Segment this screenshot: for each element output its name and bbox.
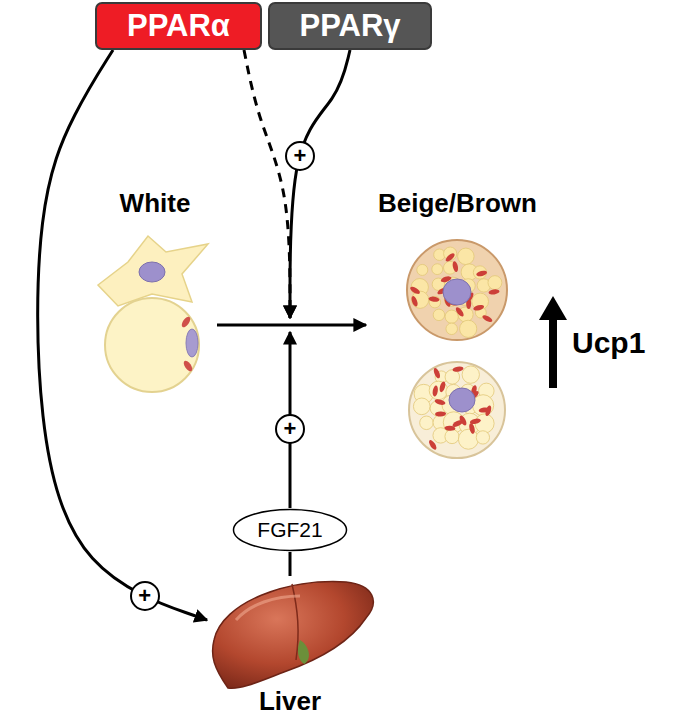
cell-nucleus bbox=[139, 262, 165, 282]
mitochondrion bbox=[481, 314, 493, 324]
lipid-droplet bbox=[445, 370, 460, 385]
ellipse-shape bbox=[234, 510, 347, 551]
lipid-droplet bbox=[433, 309, 444, 320]
gallbladder bbox=[298, 640, 309, 664]
cell-nucleus bbox=[186, 329, 198, 357]
lipid-droplet bbox=[429, 296, 441, 308]
gene-label: Ucp1 bbox=[572, 326, 645, 360]
ppar-gamma-box: PPARγ bbox=[268, 2, 432, 50]
mitochondrion bbox=[444, 252, 456, 263]
plus-sign: + bbox=[285, 141, 315, 171]
lipid-droplet bbox=[429, 381, 448, 400]
beige-brown-cell-group: Beige/Brown bbox=[370, 188, 545, 463]
lipid-droplet bbox=[476, 431, 489, 444]
lipid-droplet bbox=[460, 320, 477, 337]
mitochondrion bbox=[434, 398, 446, 406]
lipid-droplet bbox=[445, 429, 459, 443]
mitochondrion bbox=[435, 411, 446, 417]
plus-sign: + bbox=[130, 581, 160, 611]
node-label: PPARγ bbox=[299, 8, 400, 44]
mitochondrion bbox=[428, 439, 438, 451]
mitochondrion bbox=[473, 304, 485, 312]
white-adipocyte bbox=[105, 298, 199, 392]
fgf21-ellipse: FGF21 bbox=[232, 508, 348, 552]
mitochondrion bbox=[182, 359, 194, 372]
mitochondrion bbox=[476, 270, 488, 278]
mitochondrion bbox=[484, 405, 492, 417]
cell-nucleus bbox=[449, 388, 475, 412]
mitochondrion bbox=[428, 296, 440, 302]
preadipocyte-cell bbox=[98, 236, 208, 306]
mitochondrion bbox=[469, 418, 481, 425]
node-label: Beige/Brown bbox=[378, 188, 537, 218]
lipid-droplet bbox=[475, 414, 494, 433]
node-label: White bbox=[120, 188, 191, 218]
mitochondrion bbox=[432, 367, 441, 379]
mitochondrion bbox=[452, 261, 459, 273]
cell-nucleus bbox=[443, 279, 471, 305]
mitochondrion bbox=[180, 315, 192, 328]
lipid-droplet bbox=[458, 248, 474, 264]
mitochondrion bbox=[409, 285, 421, 295]
ppar-alpha-box: PPARα bbox=[95, 2, 262, 50]
liver-group: Liver bbox=[205, 568, 375, 716]
brown-adipocyte bbox=[407, 240, 507, 340]
node-label: FGF21 bbox=[257, 518, 322, 542]
mitochondrion bbox=[454, 306, 465, 318]
node-label: Liver bbox=[259, 686, 321, 716]
connector-arrow bbox=[244, 50, 290, 318]
node-label: PPARα bbox=[127, 8, 230, 44]
mitochondrion bbox=[452, 366, 464, 373]
plus-sign: + bbox=[275, 414, 305, 444]
mitochondrion bbox=[444, 425, 455, 431]
white-cell-group: White bbox=[95, 188, 215, 393]
lipid-droplet bbox=[462, 366, 479, 383]
liver-illustration bbox=[213, 582, 374, 689]
lipid-droplet bbox=[432, 264, 443, 275]
mitochondrion bbox=[468, 423, 476, 435]
lipid-droplet bbox=[420, 416, 434, 430]
lipid-droplet bbox=[413, 398, 430, 415]
mitochondrion bbox=[458, 414, 468, 426]
connector-arrow bbox=[38, 50, 207, 620]
mitochondrion bbox=[439, 381, 447, 393]
lipid-droplet bbox=[488, 276, 502, 290]
lipid-droplet bbox=[446, 323, 457, 334]
connector-arrow bbox=[290, 50, 350, 318]
connector-arrow bbox=[217, 324, 366, 327]
liver-highlight bbox=[236, 596, 300, 620]
mitochondrion bbox=[488, 289, 500, 296]
lipid-droplet bbox=[473, 395, 494, 416]
lipid-droplet bbox=[458, 429, 478, 449]
beige-adipocyte bbox=[409, 362, 505, 458]
lipid-droplet bbox=[445, 310, 458, 323]
increase-arrow bbox=[549, 318, 557, 388]
increase-arrowhead bbox=[539, 296, 567, 320]
mitochondrion bbox=[432, 385, 439, 397]
connector-arrow bbox=[289, 552, 292, 576]
mitochondrion bbox=[410, 295, 419, 307]
lipid-droplet bbox=[417, 264, 428, 275]
